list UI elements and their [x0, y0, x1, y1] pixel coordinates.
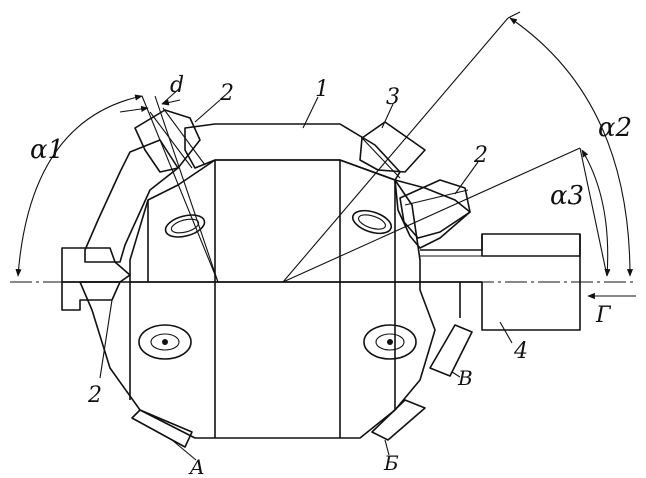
shaft-4-upper: [420, 234, 580, 282]
label-part-1: 1: [315, 77, 329, 102]
label-direction-G: Г: [595, 303, 612, 328]
front-block-upper: [130, 160, 420, 282]
label-alpha-1: α1: [30, 135, 64, 165]
label-part-2-bottom: 2: [87, 383, 102, 408]
insert-3-top: [360, 122, 425, 178]
lower-body-outline: [80, 282, 435, 438]
port-left-lower: [139, 325, 191, 359]
port-hole-right-upper: [350, 206, 394, 237]
ray-alpha-1: [142, 96, 218, 282]
port-hole-left-upper: [163, 211, 207, 241]
label-part-2-top-left: 2: [219, 81, 234, 106]
arc-alpha-2: [510, 18, 630, 276]
arc-alpha-3: [582, 150, 608, 276]
port-right-lower: [364, 325, 416, 359]
label-face-B: Б: [383, 451, 399, 475]
body-1-section: [185, 124, 400, 180]
label-face-A: A: [188, 455, 204, 478]
insert-2-right: [400, 180, 470, 238]
label-alpha-3: α3: [550, 181, 584, 211]
label-part-3: 3: [386, 85, 400, 110]
pad-B: [372, 400, 425, 440]
label-alpha-2: α2: [598, 113, 632, 143]
pad-A: [132, 410, 192, 447]
left-wing-section: [85, 140, 178, 262]
label-part-4: 4: [513, 339, 528, 364]
label-face-V: В: [457, 366, 473, 390]
upper-section: [62, 108, 580, 282]
ray-alpha-3: [283, 148, 580, 282]
left-nozzle-upper: [62, 248, 130, 282]
label-part-2-top-right: 2: [473, 143, 488, 168]
lower-exterior: [62, 282, 580, 447]
label-dim-d: d: [170, 73, 184, 98]
